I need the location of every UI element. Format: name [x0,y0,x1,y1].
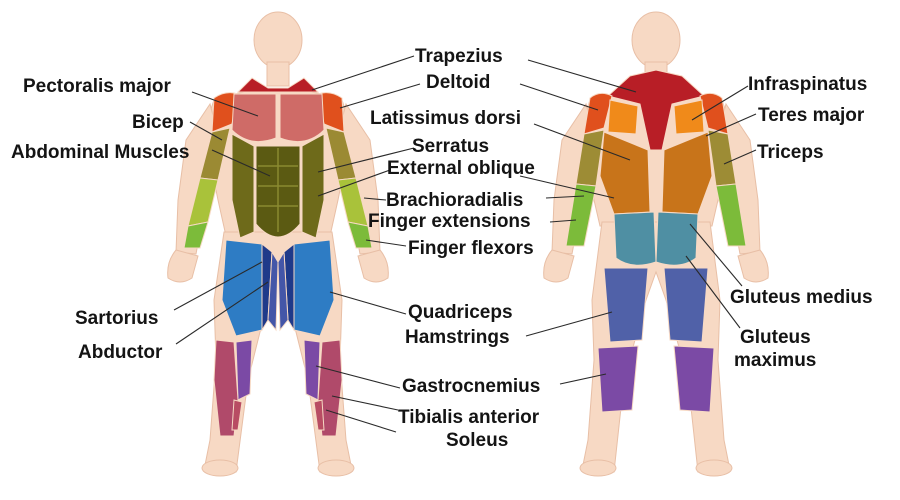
label-tibialis-anterior: Tibialis anterior [398,407,540,428]
label-triceps: Triceps [757,142,824,163]
back-infraspinatus-right [673,99,705,135]
label-latissimus-dorsi: Latissimus dorsi [370,108,521,129]
leader-gastrocnemius-back [559,373,607,385]
label-serratus: Serratus [412,136,489,157]
label-quadriceps: Quadriceps [408,302,513,323]
back-head [631,11,681,69]
front-quadriceps-left [293,239,335,337]
front-pectoral-right [231,93,277,143]
label-finger-extensions: Finger extensions [368,211,531,232]
label-brachioradialis: Brachioradialis [386,190,523,211]
leader-finger-flexors [365,239,407,247]
label-abductor: Abductor [78,342,163,363]
front-figure [167,11,389,477]
front-adductor-right [267,250,279,332]
leader-finger-extensions [549,219,577,223]
leader-brachioradialis [363,197,387,201]
front-soleus-left [313,399,325,431]
label-soleus: Soleus [446,430,508,451]
leader-abdominals [211,149,271,177]
label-bicep: Bicep [132,112,184,133]
leader-pectoralis [191,91,259,117]
front-abdominal-segments [258,148,298,232]
front-trapezius [236,77,320,93]
leader-deltoid-front [339,83,421,109]
label-external-oblique: External oblique [387,158,535,179]
back-trapezius [606,69,706,151]
label-teres-major: Teres major [758,105,865,126]
back-figure [543,11,769,477]
label-gluteus-medius: Gluteus medius [730,287,873,308]
leader-serratus [317,147,415,173]
leader-teres-major [705,113,757,137]
back-foot-right [695,459,733,477]
leader-gluteus-medius [689,223,743,287]
back-deltoid-right [699,92,729,135]
front-gastrocnemius-left [303,339,321,401]
leader-gastrocnemius [315,365,401,389]
back-hamstrings-left [603,267,649,343]
front-tibialis-right [213,339,239,437]
leader-deltoid-back [519,83,599,111]
front-gastrocnemius-right [235,339,253,401]
leader-abductor [175,281,269,345]
back-hand-left [543,249,575,283]
label-infraspinatus: Infraspinatus [748,74,867,95]
back-forearm-left [565,183,597,247]
leader-trapezius-back [527,59,637,93]
label-gastrocnemius: Gastrocnemius [402,376,540,397]
front-tibialis-left [317,339,343,437]
front-pectoral-left [279,93,325,143]
leader-trapezius-front [311,55,415,91]
label-finger-flexors: Finger flexors [408,238,534,259]
back-gluteus-right [655,211,699,266]
leader-hamstrings [525,311,613,337]
back-hamstrings-right [663,267,709,343]
front-head [253,11,303,69]
front-foot-right [201,459,239,477]
front-quadriceps-right [221,239,263,337]
leader-gluteus-maximus [685,255,741,329]
back-gastrocnemius-left [597,345,639,413]
front-soleus-right [231,399,243,431]
label-pectoralis-major: Pectoralis major [23,76,171,97]
leader-latissimus [533,123,631,161]
back-hand-right [737,249,769,283]
front-adductor-left [277,250,289,332]
leader-brachioradialis-back [545,195,585,199]
back-gastrocnemius-right [673,345,715,413]
front-hand-left [357,249,389,283]
back-infraspinatus-left [607,99,639,135]
leader-bicep [189,121,223,141]
label-gluteus-maximus-line1: Gluteus [740,327,811,348]
label-gluteus-maximus-line2: maximus [734,350,816,371]
label-abdominal-muscles: Abdominal Muscles [11,142,189,163]
leader-external-oblique [317,169,391,197]
back-foot-left [579,459,617,477]
label-sartorius: Sartorius [75,308,158,329]
front-foot-left [317,459,355,477]
front-neck [266,61,290,87]
leader-quadriceps [329,291,407,315]
label-hamstrings: Hamstrings [405,327,510,348]
leader-external-oblique-back [519,175,615,199]
front-oblique-left [301,133,325,239]
label-deltoid: Deltoid [426,72,490,93]
leader-infraspinatus [691,85,749,121]
leader-triceps [723,149,757,165]
front-oblique-right [231,133,255,239]
front-hand-right [167,249,199,283]
labels: Trapezius Deltoid Pectoralis major Bicep… [11,46,873,451]
leader-sartorius [173,261,263,311]
label-trapezius: Trapezius [415,46,503,67]
front-finger-flexor-right [183,221,209,249]
back-forearm-right [715,183,747,247]
leader-lines [173,55,757,433]
leader-tibialis [331,395,399,411]
leader-soleus [325,409,397,433]
back-gluteus-left [613,211,657,266]
back-deltoid-left [583,92,613,135]
